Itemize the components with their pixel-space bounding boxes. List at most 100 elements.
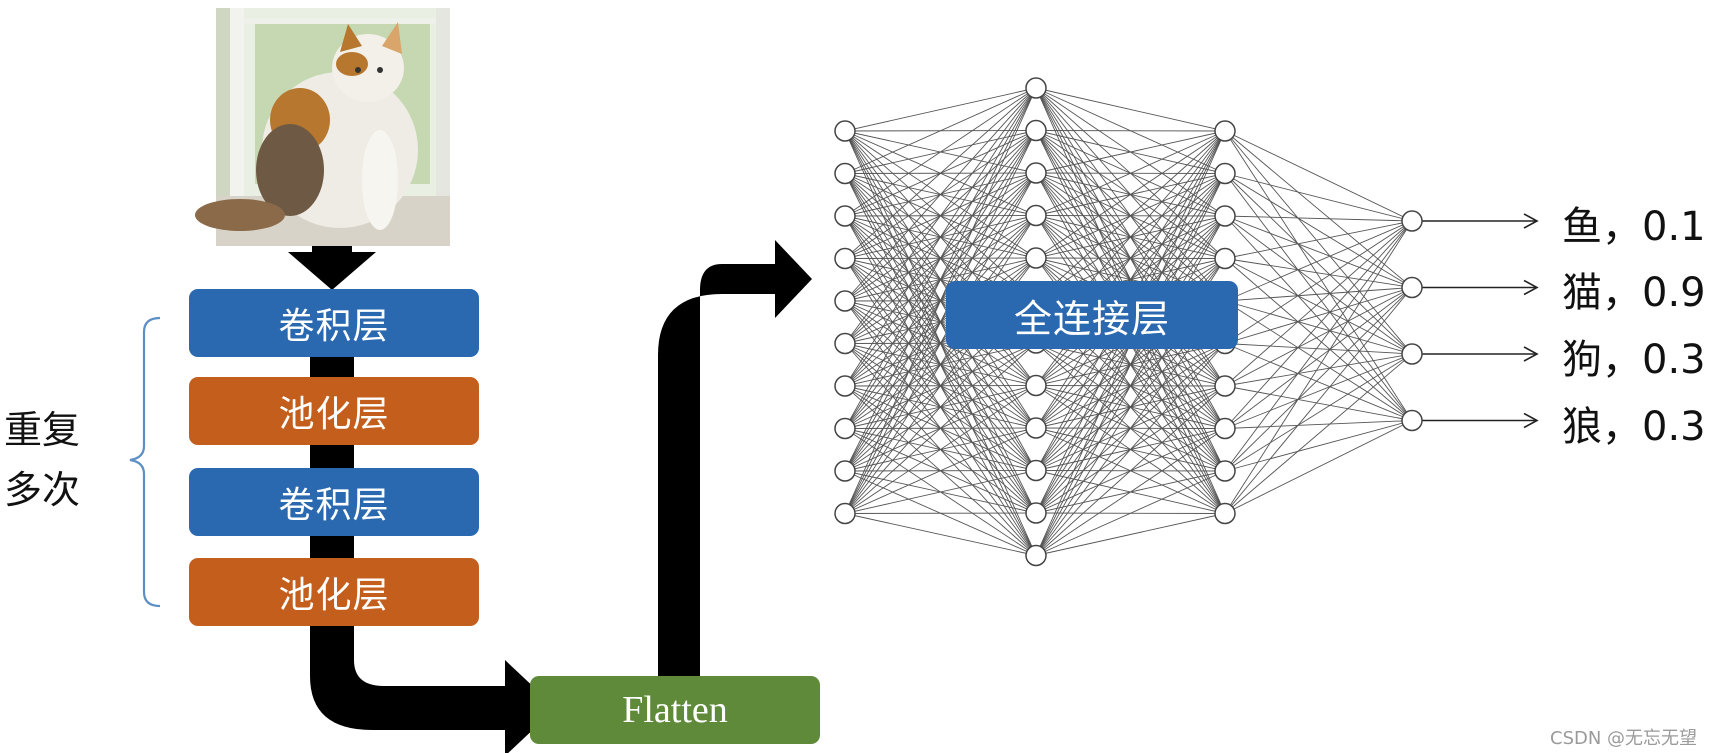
network-edge bbox=[844, 172, 1037, 514]
network-edge bbox=[1224, 353, 1413, 472]
network-edge bbox=[1224, 173, 1413, 355]
network-node bbox=[1025, 119, 1047, 142]
network-edge bbox=[1224, 215, 1413, 288]
network-edge bbox=[1224, 220, 1413, 302]
network-edge bbox=[1224, 130, 1413, 355]
network-edge bbox=[1224, 287, 1413, 302]
network-edge bbox=[1224, 287, 1413, 387]
network-edge bbox=[1035, 385, 1226, 556]
network-node bbox=[1025, 77, 1047, 99]
conv-layer-1-label: 卷积层 bbox=[278, 306, 390, 347]
network-edge bbox=[1224, 385, 1413, 421]
network-edge bbox=[1224, 258, 1413, 288]
network-node bbox=[1214, 417, 1236, 440]
network-edge bbox=[1224, 287, 1413, 344]
network-node bbox=[1025, 544, 1047, 567]
network-node bbox=[1214, 460, 1236, 482]
network-edge bbox=[1224, 258, 1413, 421]
output-arrow-head bbox=[1523, 412, 1539, 429]
network-node bbox=[834, 290, 856, 312]
network-edge bbox=[1224, 287, 1413, 429]
network-edge bbox=[1224, 173, 1413, 421]
network-node bbox=[1214, 162, 1236, 185]
output-label-wolf: 狼，0.3 bbox=[1562, 404, 1706, 450]
network-edge bbox=[844, 513, 1037, 556]
output-label-fish: 鱼，0.1 bbox=[1562, 204, 1706, 250]
network-edge bbox=[844, 87, 1037, 259]
flatten-label: Flatten bbox=[622, 689, 728, 731]
network-node bbox=[834, 205, 856, 227]
network-edge bbox=[1035, 130, 1226, 174]
network-node bbox=[1025, 459, 1047, 482]
repeat-label-line2: 多次 bbox=[4, 468, 81, 512]
network-edge bbox=[1035, 130, 1226, 429]
network-edge bbox=[1035, 130, 1226, 301]
output-arrow-head bbox=[1523, 213, 1539, 229]
network-node bbox=[834, 375, 856, 397]
network-edge bbox=[1035, 470, 1226, 556]
network-node bbox=[834, 417, 856, 440]
network-edge bbox=[844, 87, 1037, 344]
image-down-arrow bbox=[288, 252, 376, 290]
network-node bbox=[834, 332, 856, 355]
network-edge bbox=[1224, 215, 1413, 222]
pool-layer-2: 池化层 bbox=[189, 558, 479, 626]
fc-layer-box: 全连接层 bbox=[946, 281, 1238, 349]
network-node bbox=[1214, 375, 1236, 397]
network-edge bbox=[1035, 173, 1226, 556]
network-edge bbox=[1224, 287, 1413, 514]
network-edge bbox=[844, 427, 1037, 514]
repeat-label: 重复 多次 bbox=[4, 400, 80, 520]
pool-layer-1-label: 池化层 bbox=[278, 394, 390, 435]
network-node bbox=[834, 120, 856, 142]
network-edge bbox=[844, 87, 1037, 217]
network-edge bbox=[1224, 220, 1413, 259]
network-edge bbox=[1224, 353, 1413, 387]
network-node bbox=[1025, 374, 1047, 397]
network-node bbox=[1401, 343, 1423, 365]
network-edge bbox=[1035, 87, 1226, 132]
network-edge bbox=[1224, 258, 1413, 355]
output-label-cat: 猫，0.9 bbox=[1562, 270, 1706, 316]
conv-layer-2: 卷积层 bbox=[189, 468, 479, 536]
network-edge bbox=[1224, 300, 1413, 421]
network-edge bbox=[844, 215, 1037, 514]
network-node bbox=[1214, 120, 1236, 142]
network-edge bbox=[1224, 173, 1413, 288]
network-edge bbox=[1224, 343, 1413, 355]
network-edge bbox=[1224, 130, 1413, 288]
network-node bbox=[1025, 502, 1047, 524]
network-edge bbox=[1224, 353, 1413, 429]
network-edge bbox=[844, 87, 1037, 514]
network-node bbox=[1025, 417, 1047, 439]
network-edge bbox=[1224, 343, 1413, 421]
network-edge bbox=[844, 130, 1037, 514]
network-edge bbox=[844, 342, 1037, 514]
network-edge bbox=[1224, 300, 1413, 355]
network-edge bbox=[1224, 220, 1413, 472]
network-node bbox=[1214, 205, 1236, 227]
pool-layer-1: 池化层 bbox=[189, 377, 479, 445]
network-node bbox=[834, 162, 856, 185]
network-edge bbox=[1035, 130, 1226, 216]
network-edge bbox=[1224, 220, 1413, 344]
network-edge bbox=[1224, 353, 1413, 514]
network-edge bbox=[844, 87, 1037, 132]
network-node bbox=[1025, 204, 1047, 227]
network-edge bbox=[844, 470, 1037, 514]
network-edge bbox=[1035, 428, 1226, 556]
network-node bbox=[1401, 276, 1423, 299]
network-edge bbox=[844, 87, 1037, 387]
network-edge bbox=[844, 512, 1037, 514]
cat-photo bbox=[195, 8, 450, 246]
network-edge bbox=[1224, 220, 1413, 429]
network-edge bbox=[1224, 420, 1413, 472]
network-edge bbox=[1224, 215, 1413, 421]
network-edge bbox=[844, 385, 1037, 514]
output-label-dog: 狗，0.3 bbox=[1562, 337, 1706, 383]
network-node bbox=[1214, 502, 1236, 525]
conv-layer-2-label: 卷积层 bbox=[278, 485, 390, 526]
network-edge bbox=[844, 87, 1037, 429]
network-node bbox=[834, 247, 856, 270]
flatten-box: Flatten bbox=[530, 676, 820, 744]
